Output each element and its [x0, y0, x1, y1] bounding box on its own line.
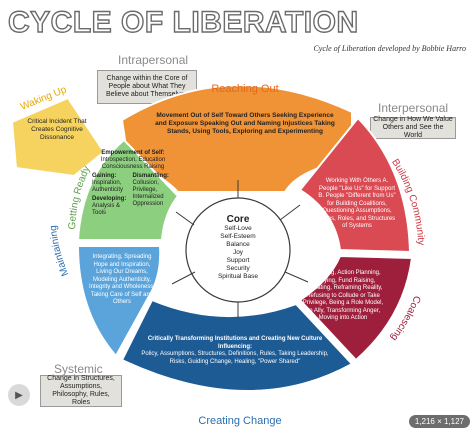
waking-up-shape	[10, 96, 106, 178]
coalescing-text: Organizing, Action Planning, Lobbying, F…	[302, 270, 384, 321]
maintaining-segment	[76, 245, 162, 358]
label-intrapersonal: Intrapersonal	[118, 53, 189, 67]
maintaining-text: Integrating, Spreading Hope and Inspirat…	[88, 254, 156, 305]
core-arrow	[284, 271, 309, 283]
creating-change-text: Critically Transforming Institutions and…	[140, 336, 330, 366]
empowerment-heading: Empowerment of Self:	[101, 150, 165, 156]
core-arrow	[171, 271, 196, 285]
label-creating-change: Creating Change	[198, 415, 281, 427]
label-interpersonal: Interpersonal	[378, 101, 449, 115]
core-item: Self-Love	[224, 225, 252, 232]
box-systemic: Change in Structures, Assumptions, Philo…	[40, 375, 122, 407]
label-systemic: Systemic	[54, 362, 103, 376]
label-maintaining: Maintaining	[48, 225, 71, 278]
waking-up-text: Critical Incident That Creates Cognitive…	[27, 118, 87, 141]
box-interpersonal: Change in How We Value Others and See th…	[370, 116, 456, 139]
core-item: Balance	[226, 241, 250, 248]
creating-change-segment	[120, 298, 354, 392]
building-community-segment	[298, 116, 412, 254]
coalescing-segment	[298, 254, 414, 362]
creating-change-items: Policy, Assumptions, Structures, Definit…	[141, 351, 329, 365]
diagram-title: CYCLE OF LIBERATION	[7, 5, 359, 39]
building-community-text: Working With Others A. People "Like Us" …	[318, 178, 396, 229]
dismantling-block: Dismantling: Collusion, Privilege, Inter…	[133, 173, 174, 217]
dismantling-items: Collusion, Privilege, Internalized Oppre…	[132, 180, 164, 207]
core-item: Spiritual Base	[217, 273, 259, 280]
core-item: Joy	[232, 249, 244, 256]
image-size-badge: 1,216 × 1,127	[408, 415, 470, 428]
core-item: Self-Esteem	[220, 233, 256, 240]
reaching-out-text: Movement Out of Self Toward Others Seeki…	[155, 112, 335, 135]
gaining-items: Inspiration, Authenticity	[92, 180, 124, 193]
gaining-block: Gaining: Inspiration, Authenticity Devel…	[92, 173, 130, 217]
play-icon[interactable]: ▶	[8, 384, 30, 406]
core-arrow	[279, 204, 301, 221]
dismantling-heading: Dismantling:	[132, 173, 169, 179]
creating-change-heading: Critically Transforming Institutions and…	[147, 336, 323, 342]
gaining-heading: Gaining:	[92, 173, 117, 179]
core-text: Core Self-Love Self-Esteem Balance Joy S…	[198, 214, 278, 281]
getting-ready-segment	[76, 138, 180, 241]
influencing-heading: Influencing:	[218, 343, 252, 350]
label-reaching-out: Reaching Out	[211, 83, 278, 95]
core-item: Support	[226, 257, 250, 264]
core-item: Security	[226, 265, 250, 272]
empowerment-items: Introspection, Education Consciousness R…	[100, 157, 166, 170]
developing-heading: Developing:	[92, 196, 127, 202]
getting-ready-text: Empowerment of Self: Introspection, Educ…	[92, 150, 174, 217]
core-heading: Core	[226, 214, 250, 225]
developing-items: Analysis & Tools	[92, 203, 121, 216]
gaining-dismantling-row: Gaining: Inspiration, Authenticity Devel…	[92, 173, 174, 217]
diagram-credit: Cycle of Liberation developed by Bobbie …	[313, 44, 466, 53]
core-arrow	[175, 211, 195, 226]
